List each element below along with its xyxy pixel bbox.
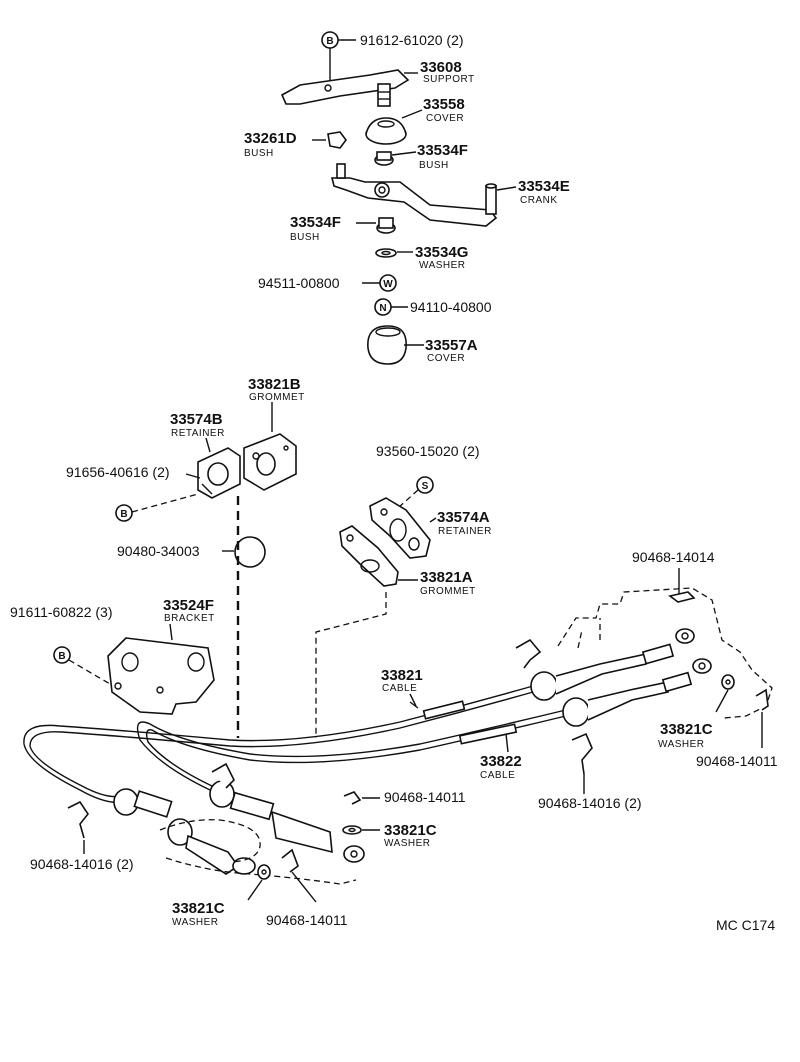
label-33534e: 33534E [518,178,570,195]
label-94511-00800: 94511-00800 [258,275,340,291]
plug-90480-part [234,536,266,568]
symbol-screw: S [416,476,434,494]
clip-90468-14011-mid-part [343,791,362,805]
bush-33534f-top-part [374,151,394,166]
label-90468-14011-bottom: 90468-14011 [266,912,348,928]
label-91612-61020: 91612-61020 (2) [360,32,464,48]
label-91611-60822: 91611-60822 (3) [10,604,112,620]
symbol-nut: N [374,298,392,316]
name-washer-33821c-right: WASHER [658,739,705,750]
svg-text:B: B [326,36,333,47]
label-90480-34003: 90480-34003 [117,543,200,559]
name-washer-33821c-mid: WASHER [384,838,431,849]
label-33821c-bottom: 33821C [172,900,225,917]
name-crank: CRANK [520,195,558,206]
label-90468-14014: 90468-14014 [632,549,715,565]
grommet-33821a-part [339,525,399,587]
label-91656-40616: 91656-40616 (2) [66,464,170,480]
label-33574a: 33574A [437,509,490,526]
name-cable-33821: CABLE [382,683,417,694]
clip-90468-14016-left-part [67,800,89,839]
crank-part [330,163,498,227]
washer-33821c-bottom-part [257,864,271,880]
clip-90468-14011-right-part [755,688,769,711]
clip-upper-right-part [515,638,542,669]
retainer-33574a-part [369,497,431,559]
bracket-part [107,637,215,715]
diagram-code: MC C174 [716,917,775,933]
label-33821: 33821 [381,667,423,684]
label-33261d: 33261D [244,130,297,147]
label-33534f-bot: 33534F [290,214,341,231]
svg-text:N: N [379,303,386,314]
label-93560-15020: 93560-15020 (2) [376,443,480,459]
label-90468-14016-right: 90468-14016 (2) [538,795,642,811]
label-94110-40800: 94110-40800 [410,299,492,315]
label-33822: 33822 [480,753,522,770]
cable-33822-part [136,658,712,809]
label-33534f-top: 33534F [417,142,468,159]
label-33821c-mid: 33821C [384,822,437,839]
label-90468-14011-mid: 90468-14011 [384,789,466,805]
label-33821b: 33821B [248,376,301,393]
label-33608: 33608 [420,59,462,76]
cover-33557a-part [367,325,407,365]
svg-text:B: B [120,509,127,520]
name-bush-33261d: BUSH [244,148,274,159]
symbol-washer: W [379,274,397,292]
support-part [280,69,410,107]
label-33574b: 33574B [170,411,223,428]
washer-33821c-mid-part [342,825,362,835]
name-cover-33557a: COVER [427,353,465,364]
name-cover-33558: COVER [426,113,464,124]
name-cable-33822: CABLE [480,770,515,781]
name-grommet-33821b: GROMMET [249,392,305,403]
label-90468-14016-left: 90468-14016 (2) [30,856,134,872]
svg-text:B: B [58,651,65,662]
clip-90468-14016-right-part [571,732,593,775]
cable-33821-part [23,628,695,804]
svg-text:S: S [422,481,429,492]
svg-text:W: W [383,279,393,290]
name-bush-33534f-top: BUSH [419,160,449,171]
retainer-33574b-part [197,447,241,499]
label-33524f: 33524F [163,597,214,614]
label-90468-14011-right: 90468-14011 [696,753,778,769]
name-grommet-33821a: GROMMET [420,586,476,597]
name-support: SUPPORT [423,74,475,85]
lower-cable-ends-part [113,762,365,885]
label-33534g: 33534G [415,244,468,261]
bush-33534f-bot-part [376,217,396,234]
cover-33558-part [365,117,407,145]
name-retainer-33574b: RETAINER [171,428,225,439]
symbol-bolt-bracket: B [53,646,71,664]
clip-90468-14011-bottom-part [281,848,299,873]
grommet-33821b-part [243,433,297,491]
label-33821a: 33821A [420,569,473,586]
label-33558: 33558 [423,96,465,113]
label-33821c-right: 33821C [660,721,713,738]
clip-90468-14014-part [668,591,696,603]
name-bracket: BRACKET [164,613,215,624]
name-retainer-33574a: RETAINER [438,526,492,537]
bush-33261d-part [327,131,347,149]
name-washer-33534g: WASHER [419,260,466,271]
washer-33821c-right-part [721,674,735,690]
symbol-bolt-top: B [321,31,339,49]
label-33557a: 33557A [425,337,478,354]
name-bush-33534f-bot: BUSH [290,232,320,243]
symbol-bolt-retainer: B [115,504,133,522]
washer-33534g-part [375,248,397,258]
name-washer-33821c-bottom: WASHER [172,917,219,928]
